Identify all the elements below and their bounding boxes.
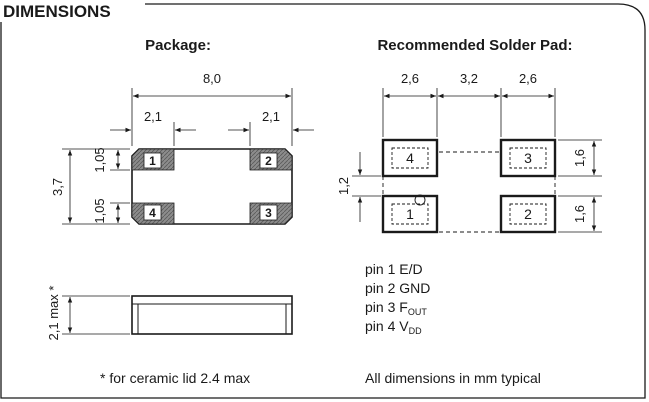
solder-pad-3-label: 3 [524, 150, 532, 166]
pin-list-item-3: pin 3 FOUT [365, 299, 427, 317]
pin-list-item-4: pin 4 VDD [365, 318, 422, 336]
solder-pad-heading: Recommended Solder Pad: [377, 37, 572, 54]
solder-pad-layout: 4 3 1 2 [381, 138, 557, 234]
package-pin-1-label: 1 [149, 154, 156, 168]
pin-list: pin 1 E/D pin 2 GND pin 3 FOUT pin 4 VDD [365, 261, 430, 336]
package-pad-top-dim: 1,05 [92, 147, 107, 172]
package-pin-3-label: 3 [265, 206, 272, 220]
pin-list-item-2: pin 2 GND [365, 280, 430, 296]
solder-pad-4-label: 4 [406, 150, 414, 166]
solder-pad-gap-dim: 3,2 [460, 71, 478, 86]
solder-pad-dimension-lines [352, 88, 602, 233]
solder-pad-width-left-dim: 2,6 [401, 71, 419, 86]
solder-pad-height-bottom-dim: 1,6 [572, 205, 587, 223]
package-side-height-dim: 2,1 max * [46, 286, 61, 341]
package-pad-right-dim: 2,1 [262, 109, 280, 124]
package-height-dim: 3,7 [50, 178, 65, 196]
package-pin-2-label: 2 [265, 154, 272, 168]
package-pad-bottom-dim: 1,05 [92, 198, 107, 223]
package-dimension-lines [62, 88, 314, 225]
units-note: All dimensions in mm typical [365, 370, 541, 386]
solder-pad-2-label: 2 [524, 206, 532, 222]
package-pad-left-dim: 2,1 [144, 109, 162, 124]
solder-pad-width-right-dim: 2,6 [519, 71, 537, 86]
page-title: DIMENSIONS [3, 2, 111, 21]
solder-pad-spacing-dim: 1,2 [336, 177, 351, 195]
package-top-view: 1 2 4 3 [131, 148, 293, 225]
package-heading: Package: [145, 37, 211, 54]
package-length-dim: 8,0 [203, 71, 221, 86]
pin-list-item-1: pin 1 E/D [365, 261, 423, 277]
solder-pad-1-label: 1 [406, 206, 414, 222]
outer-frame [0, 3, 646, 399]
package-pin-4-label: 4 [149, 206, 156, 220]
pin-1-marker [414, 194, 426, 206]
solder-pad-height-top-dim: 1,6 [572, 149, 587, 167]
package-side-view [62, 295, 293, 335]
ceramic-lid-footnote: * for ceramic lid 2.4 max [100, 370, 250, 386]
